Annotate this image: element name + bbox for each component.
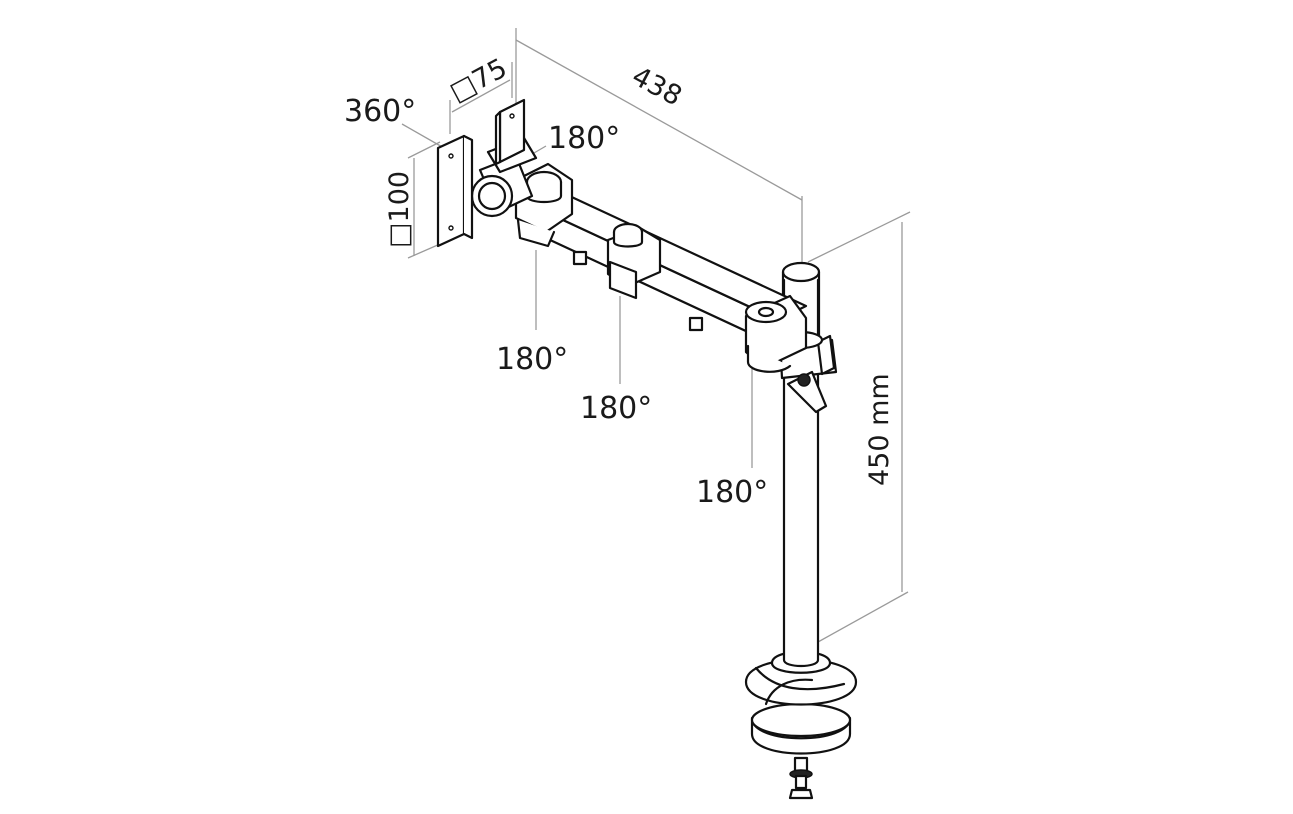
vesa-plate — [436, 98, 526, 248]
plate-rotation-label: 360° — [344, 94, 416, 129]
middle-clamp — [606, 222, 662, 300]
dimension-lines — [401, 28, 911, 643]
labels: 438 □75 □100 450 mm 360° 180° 180° 180° … — [344, 53, 895, 510]
joint-1-label: 180° — [496, 342, 568, 377]
head-joint — [514, 162, 574, 248]
pole-height-label: 450 mm — [864, 373, 895, 486]
elbow-joint — [744, 294, 808, 373]
vesa-large-label: □100 — [384, 171, 415, 248]
arm-length-label: 438 — [627, 61, 687, 113]
head-tilt-label: 180° — [548, 121, 620, 156]
joint-3-label: 180° — [696, 475, 768, 510]
vesa-small-label: □75 — [445, 53, 512, 108]
desk-clamp — [744, 650, 858, 800]
joint-2-label: 180° — [580, 391, 652, 426]
